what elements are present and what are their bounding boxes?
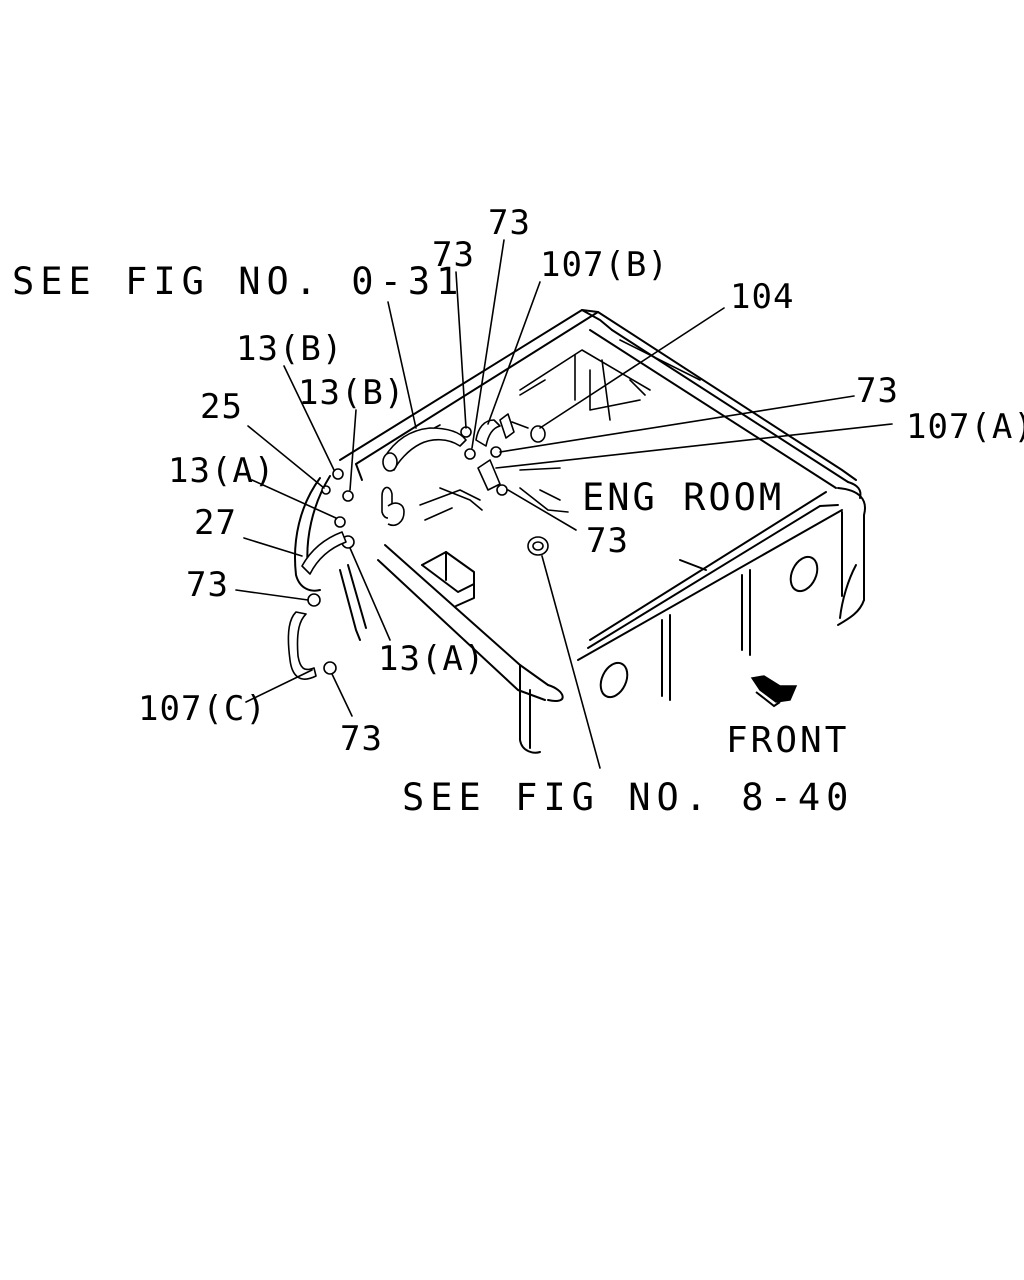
hose-assembly — [287, 413, 549, 680]
part-label-13b: 13(B) — [298, 373, 405, 413]
front-label: FRONT — [726, 720, 849, 761]
part-label-107c: 107(C) — [138, 689, 267, 729]
leader-lines — [235, 239, 893, 769]
see-fig-8-40-label: SEE FIG NO. 8-40 — [402, 776, 854, 819]
part-label-13a: 13(A) — [168, 451, 275, 491]
part-label-107a: 107(A) — [906, 407, 1024, 447]
part-label-73: 73 — [432, 235, 475, 275]
part-label-73: 73 — [488, 203, 531, 243]
arrow-front-icon — [750, 675, 798, 708]
part-label-73: 73 — [856, 371, 899, 411]
part-label-73: 73 — [186, 565, 229, 605]
part-label-104: 104 — [730, 277, 794, 317]
part-label-107b: 107(B) — [540, 245, 669, 285]
part-label-73: 73 — [340, 719, 383, 759]
see-fig-0-31-label: SEE FIG NO. 0-31 — [12, 260, 464, 303]
eng-room-label: ENG ROOM — [582, 476, 784, 519]
part-label-73: 73 — [586, 521, 629, 561]
part-label-13b: 13(B) — [236, 329, 343, 369]
part-label-25: 25 — [200, 387, 243, 427]
part-label-13a: 13(A) — [378, 639, 485, 679]
part-label-27: 27 — [194, 503, 237, 543]
